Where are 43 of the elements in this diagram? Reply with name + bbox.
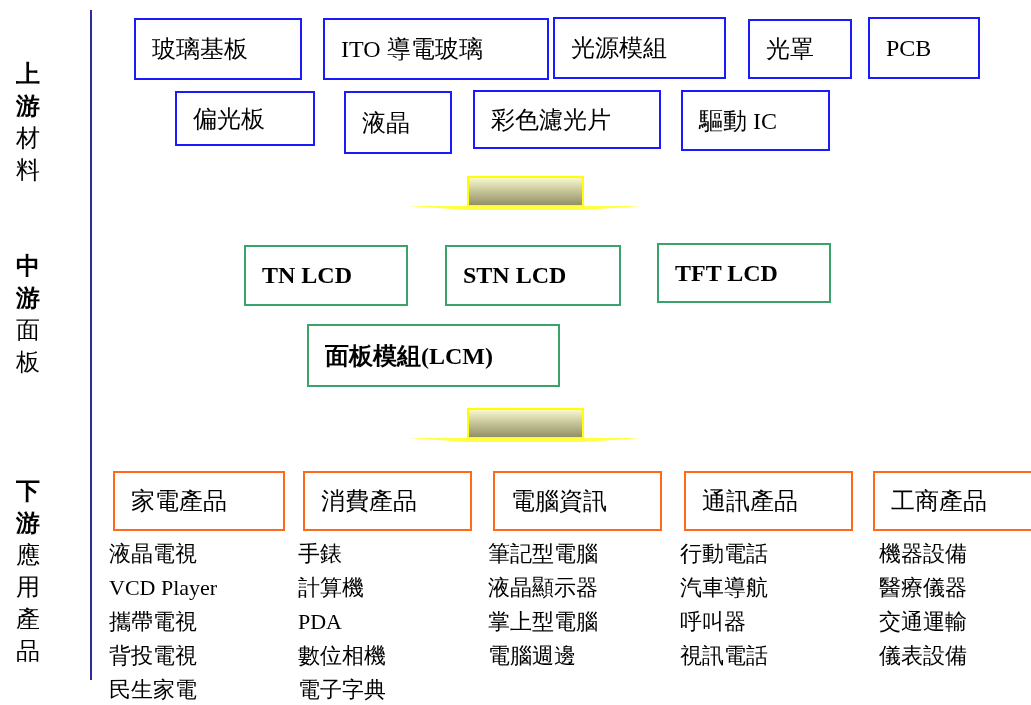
product-item: 汽車導航 [680, 575, 768, 601]
material-box: 液晶 [344, 91, 452, 154]
stage-label: 下游應用產品 [15, 477, 41, 666]
product-category-box: 家電產品 [113, 471, 285, 531]
product-item: 行動電話 [680, 541, 768, 567]
product-item: VCD Player [109, 575, 218, 601]
product-item: 電子字典 [298, 677, 386, 703]
stage-label: 上游材料 [15, 60, 41, 185]
material-box: 驅動 IC [681, 90, 830, 151]
panel-type-box: 面板模組(LCM) [307, 324, 560, 387]
product-category-box: 工商產品 [873, 471, 1031, 531]
product-item: 數位相機 [298, 643, 386, 669]
product-item: 液晶電視 [109, 541, 197, 567]
product-item: 呼叫器 [680, 609, 746, 635]
product-item: 醫療儀器 [879, 575, 967, 601]
product-item: 手錶 [298, 541, 342, 567]
material-box: ITO 導電玻璃 [323, 18, 549, 80]
product-item: 交通運輸 [879, 609, 967, 635]
panel-type-box: STN LCD [445, 245, 621, 306]
product-category-box: 消費產品 [303, 471, 472, 531]
product-item: 筆記型電腦 [488, 541, 598, 567]
product-item: 攜帶電視 [109, 609, 197, 635]
material-box: 光罩 [748, 19, 852, 79]
material-box: PCB [868, 17, 980, 79]
product-item: 掌上型電腦 [488, 609, 598, 635]
panel-type-box: TFT LCD [657, 243, 831, 303]
product-category-box: 通訊產品 [684, 471, 853, 531]
product-item: 液晶顯示器 [488, 575, 598, 601]
material-box: 光源模組 [553, 17, 726, 79]
product-item: 儀表設備 [879, 643, 967, 669]
stage-label: 中游面板 [15, 252, 41, 377]
product-item: 機器設備 [879, 541, 967, 567]
product-item: PDA [298, 609, 342, 635]
material-box: 玻璃基板 [134, 18, 302, 80]
product-item: 計算機 [298, 575, 364, 601]
material-box: 偏光板 [175, 91, 315, 146]
product-item: 民生家電 [109, 677, 197, 703]
product-category-box: 電腦資訊 [493, 471, 662, 531]
product-item: 視訊電話 [680, 643, 768, 669]
product-item: 電腦週邊 [488, 643, 576, 669]
panel-type-box: TN LCD [244, 245, 408, 306]
product-item: 背投電視 [109, 643, 197, 669]
material-box: 彩色濾光片 [473, 90, 661, 149]
